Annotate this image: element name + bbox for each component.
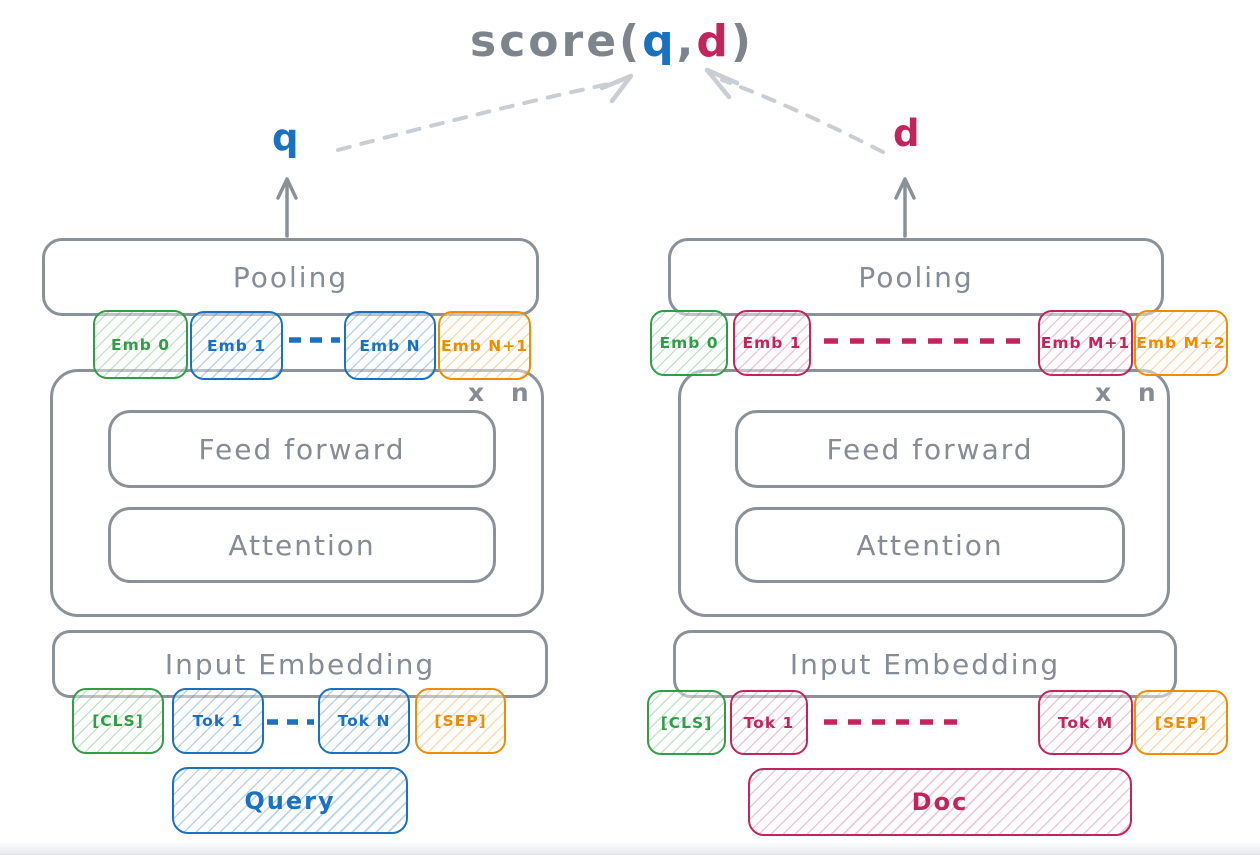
doc-input-box: Doc xyxy=(748,768,1132,836)
right-emb-0-box: Emb 0 xyxy=(650,310,728,376)
left-tok-n-box: Tok N xyxy=(318,688,410,754)
left-input-embedding-box: Input Embedding xyxy=(52,630,548,698)
score-comma: , xyxy=(676,16,697,67)
left-feed-forward-label: Feed forward xyxy=(198,432,406,466)
left-emb-n1-box: Emb N+1 xyxy=(438,311,531,380)
right-tok-m-box: Tok M xyxy=(1038,690,1133,755)
score-formula: score(q,d) xyxy=(470,16,754,67)
right-input-embedding-label: Input Embedding xyxy=(789,647,1061,681)
right-pooling-label: Pooling xyxy=(858,260,974,294)
right-pooling-box: Pooling xyxy=(668,238,1164,316)
right-sep-token-box: [SEP] xyxy=(1134,690,1228,755)
query-vector-label: q xyxy=(272,116,299,159)
left-transformer-block xyxy=(50,369,544,617)
left-tok-1-box: Tok 1 xyxy=(172,688,264,754)
left-repeat-label: x n xyxy=(468,378,538,407)
right-emb-m2-box: Emb M+2 xyxy=(1134,310,1228,376)
right-attention-label: Attention xyxy=(856,528,1004,562)
right-feed-forward-label: Feed forward xyxy=(826,432,1034,466)
left-pooling-label: Pooling xyxy=(232,260,349,294)
left-up-arrow xyxy=(276,177,298,238)
right-input-embedding-box: Input Embedding xyxy=(673,630,1177,698)
query-input-box: Query xyxy=(172,767,408,834)
right-transformer-block xyxy=(678,369,1170,617)
left-emb-0-box: Emb 0 xyxy=(93,310,188,379)
bottom-strip xyxy=(0,843,1260,855)
right-up-arrow xyxy=(894,177,916,238)
left-attention-label: Attention xyxy=(228,528,376,562)
right-cls-token-box: [CLS] xyxy=(647,690,726,755)
left-cls-token-box: [CLS] xyxy=(72,688,164,754)
right-emb-1-box: Emb 1 xyxy=(733,310,811,376)
d-to-score-dashed-arrow xyxy=(704,67,885,154)
right-feed-forward-box: Feed forward xyxy=(735,410,1125,488)
left-emb-1-box: Emb 1 xyxy=(190,311,283,380)
doc-vector-label: d xyxy=(893,112,920,155)
left-pooling-box: Pooling xyxy=(42,238,539,316)
score-prefix: score( xyxy=(470,16,643,67)
q-to-score-dashed-arrow xyxy=(336,73,634,152)
left-sep-token-box: [SEP] xyxy=(415,688,506,754)
score-suffix: ) xyxy=(730,16,754,67)
left-input-embedding-label: Input Embedding xyxy=(164,647,436,681)
right-tok-1-box: Tok 1 xyxy=(730,690,808,755)
right-repeat-label: x n xyxy=(1095,378,1165,407)
left-attention-box: Attention xyxy=(108,507,496,583)
left-feed-forward-box: Feed forward xyxy=(108,410,496,488)
right-attention-box: Attention xyxy=(735,507,1125,583)
left-emb-n-box: Emb N xyxy=(344,311,436,380)
right-emb-m1-box: Emb M+1 xyxy=(1038,310,1133,376)
score-d: d xyxy=(696,16,731,67)
score-q: q xyxy=(642,16,677,67)
